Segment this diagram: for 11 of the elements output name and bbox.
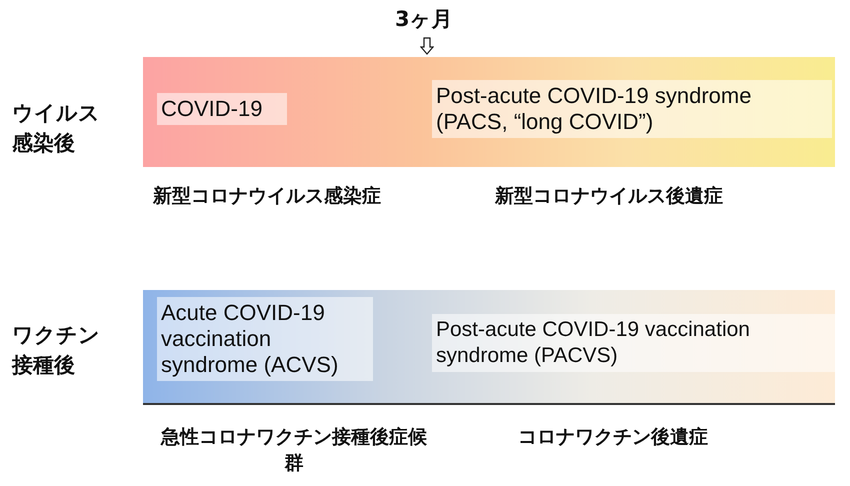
row-label: ワクチン接種後 <box>12 322 101 379</box>
row-label: ウイルス感染後 <box>12 100 101 157</box>
term-label: Post-acute COVID-19 syndrome (PACS, “long COVID”) <box>432 80 832 138</box>
term-label: Acute COVID-19 vaccination syndrome (ACVS) <box>157 297 373 381</box>
term-label: Post-acute COVID-19 vaccination syndrome (PACVS) <box>432 314 835 372</box>
time-label: 3ヶ月 <box>395 6 453 33</box>
term-label: COVID-19 <box>157 93 287 125</box>
term-caption: 新型コロナウイルス後遺症 <box>495 184 724 209</box>
term-caption: コロナワクチン後遺症 <box>518 425 709 450</box>
term-caption: 急性コロナワクチン接種後症候群 <box>160 425 428 476</box>
term-caption: 新型コロナウイルス感染症 <box>153 184 382 209</box>
